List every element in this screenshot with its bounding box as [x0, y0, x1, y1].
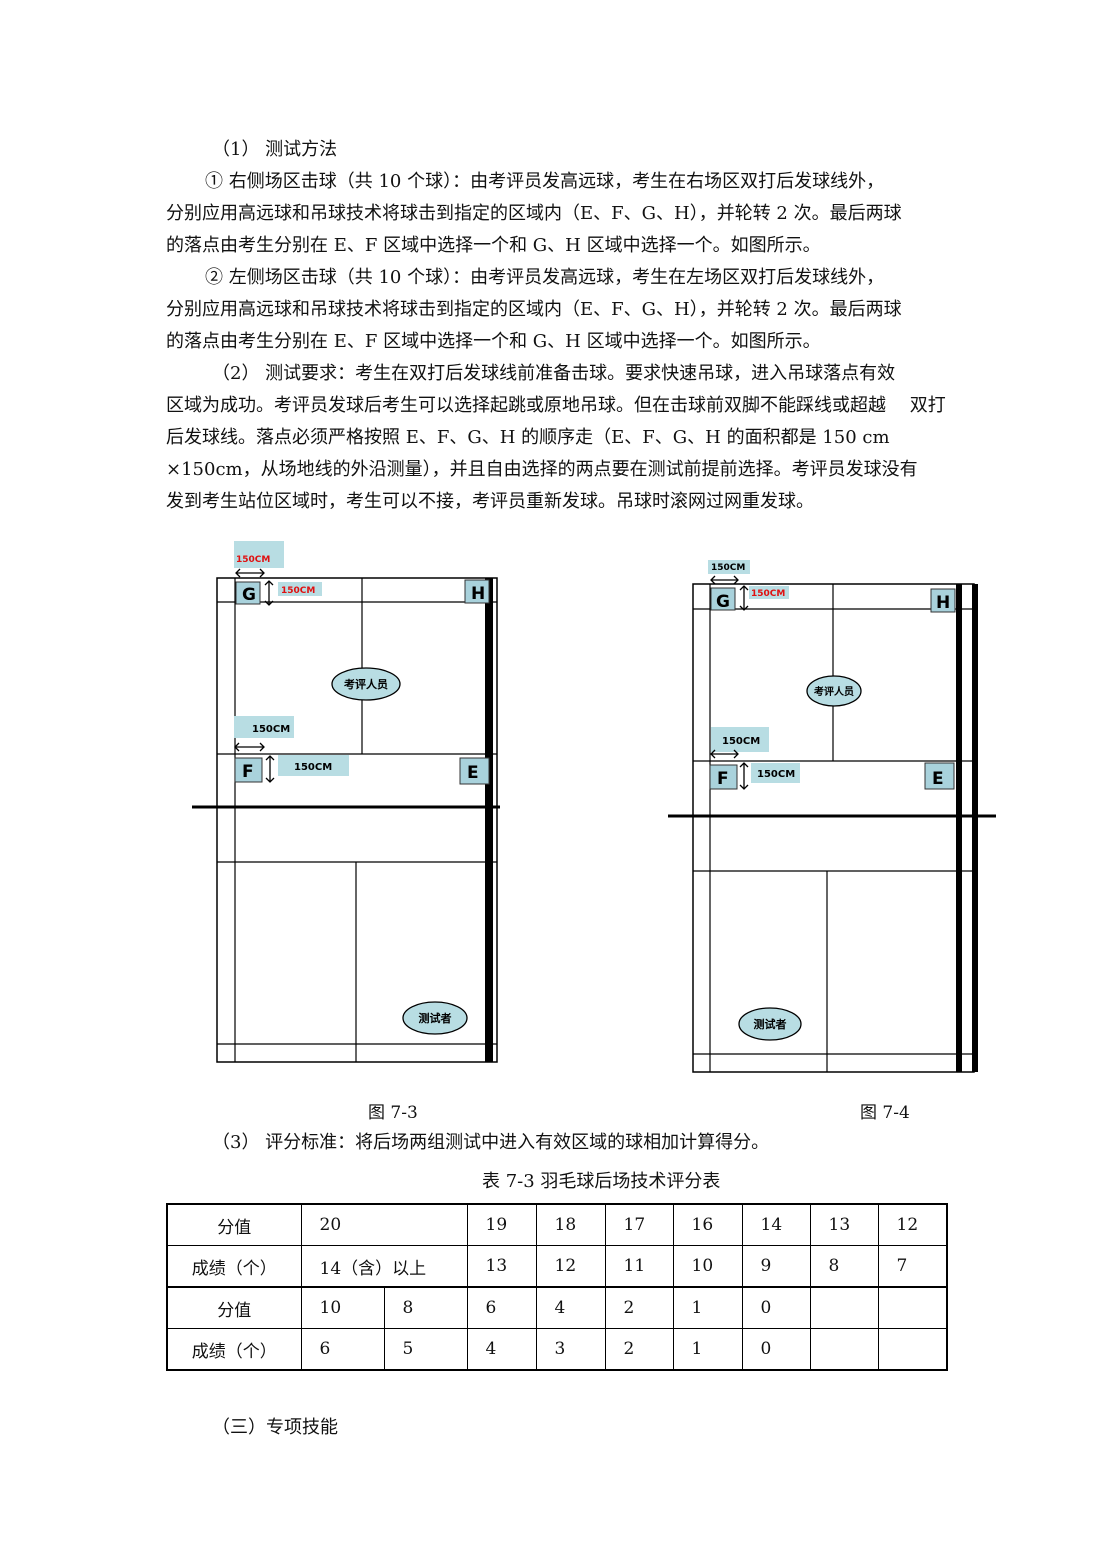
figure-7-3: 150CM G 150CM H 考评人员 150CM F 150CM E 测试者: [192, 541, 500, 1063]
left-dim-top-v: 150CM: [281, 586, 315, 596]
right-tester-label: 测试者: [754, 1017, 787, 1031]
right-examiner-label: 考评人员: [814, 685, 854, 698]
figure-7-3-caption: 图 7-3: [368, 1103, 418, 1123]
test-method-heading: （1） 测试方法: [212, 139, 338, 160]
table-cell: 0: [741, 1286, 811, 1329]
right-court-line-2: 分别应用高远球和吊球技术将球击到指定的区域内（E、F、G、H），并轮转 2 次。…: [166, 203, 902, 224]
table-cell: 10: [672, 1245, 743, 1288]
section-heading-special-skills: （三）专项技能: [212, 1417, 338, 1438]
table-cell: 4: [535, 1286, 606, 1329]
table-cell: 3: [535, 1328, 606, 1371]
table-cell: 4: [466, 1328, 537, 1371]
table-cell: 10: [300, 1286, 385, 1329]
table-cell: 2: [604, 1328, 674, 1371]
table-cell: 12: [877, 1203, 948, 1246]
table-cell: 12: [535, 1245, 606, 1288]
figure-7-4: 150CM G 150CM H 考评人员 150CM F 150CM E 测试者: [668, 560, 996, 1073]
scoring-standard-text: （3） 评分标准：将后场两组测试中进入有效区域的球相加计算得分。: [212, 1132, 770, 1153]
right-zone-e: E: [932, 769, 944, 789]
left-zone-h: H: [471, 584, 485, 604]
table-cell: 6: [466, 1286, 537, 1329]
left-zone-g: G: [242, 585, 256, 605]
table-cell: 8: [809, 1245, 879, 1288]
table-row: 成绩（个） 14（含）以上 13 12 11 10 9 8 7: [166, 1245, 948, 1288]
right-zone-g: G: [716, 592, 730, 612]
left-court-line-1: ② 左侧场区击球（共 10 个球）：由考评员发高远球，考生在左场区双打后发球线外…: [205, 267, 885, 288]
left-dim-mid-v: 150CM: [294, 762, 332, 773]
score-table: 分值 20 19 18 17 16 14 13 12 成绩（个） 14（含）以上…: [166, 1203, 949, 1371]
table-cell: [877, 1286, 948, 1329]
table-row: 分值 20 19 18 17 16 14 13 12: [166, 1203, 948, 1246]
table-cell: 16: [672, 1203, 743, 1246]
left-dim-mid-h: 150CM: [252, 724, 290, 735]
right-court-line-3: 的落点由考生分别在 E、F 区域中选择一个和 G、H 区域中选择一个。如图所示。: [166, 235, 821, 256]
requirements-line-5: 发到考生站位区域时，考生可以不接，考评员重新发球。吊球时滚网过网重发球。: [166, 491, 814, 512]
right-zone-h: H: [936, 593, 950, 613]
right-dim-mid-v: 150CM: [757, 769, 795, 780]
left-zone-f: F: [242, 762, 254, 782]
table-cell: 7: [877, 1245, 948, 1288]
table-cell: 2: [604, 1286, 674, 1329]
table-cell: 9: [741, 1245, 811, 1288]
left-tester-label: 测试者: [419, 1011, 452, 1025]
table-cell: 6: [300, 1328, 385, 1371]
table-cell: 5: [383, 1328, 468, 1371]
table-cell: 1: [672, 1286, 743, 1329]
table-cell: 14: [741, 1203, 811, 1246]
table-cell: 8: [383, 1286, 468, 1329]
figure-7-4-caption: 图 7-4: [860, 1103, 910, 1123]
left-court-line-3: 的落点由考生分别在 E、F 区域中选择一个和 G、H 区域中选择一个。如图所示。: [166, 331, 821, 352]
right-dim-top-h: 150CM: [711, 563, 745, 573]
table-cell: 19: [466, 1203, 537, 1246]
table-row: 分值 10 8 6 4 2 1 0: [166, 1286, 948, 1329]
table-cell: 13: [809, 1203, 879, 1246]
left-zone-e: E: [467, 763, 479, 783]
left-court-line-2: 分别应用高远球和吊球技术将球击到指定的区域内（E、F、G、H），并轮转 2 次。…: [166, 299, 902, 320]
row1-label: 分值: [166, 1203, 302, 1246]
table-cell: [877, 1328, 948, 1371]
row3-label: 分值: [166, 1286, 302, 1329]
right-dim-top-v: 150CM: [751, 589, 785, 599]
right-dim-mid-h: 150CM: [722, 736, 760, 747]
table-cell: 1: [672, 1328, 743, 1371]
row4-label: 成绩（个）: [166, 1328, 302, 1371]
requirements-line-2: 区域为成功。考评员发球后考生可以选择起跳或原地吊球。但在击球前双脚不能踩线或超越…: [166, 395, 946, 416]
requirements-line-1: （2） 测试要求：考生在双打后发球线前准备击球。要求快速吊球，进入吊球落点有效: [212, 363, 896, 384]
table-cell: 20: [300, 1203, 468, 1246]
table-row: 成绩（个） 6 5 4 3 2 1 0: [166, 1328, 948, 1371]
table-title: 表 7-3 羽毛球后场技术评分表: [482, 1171, 721, 1192]
left-examiner-label: 考评人员: [344, 677, 388, 691]
table-cell: 13: [466, 1245, 537, 1288]
table-cell: 0: [741, 1328, 811, 1371]
table-cell: 11: [604, 1245, 674, 1288]
table-cell: 18: [535, 1203, 606, 1246]
right-court-line-1: ① 右侧场区击球（共 10 个球）：由考评员发高远球，考生在右场区双打后发球线外…: [205, 171, 885, 192]
table-cell: 14（含）以上: [300, 1245, 468, 1288]
left-dim-top-h: 150CM: [236, 555, 270, 565]
table-cell: [809, 1328, 879, 1371]
court-diagrams: 150CM G 150CM H 考评人员 150CM F 150CM E 测试者: [192, 541, 996, 1073]
requirements-line-3: 后发球线。落点必须严格按照 E、F、G、H 的顺序走（E、F、G、H 的面积都是…: [166, 427, 890, 448]
right-zone-f: F: [717, 769, 729, 789]
row2-label: 成绩（个）: [166, 1245, 302, 1288]
requirements-line-4: ×150cm，从场地线的外沿测量），并且自由选择的两点要在测试前提前选择。考评员…: [166, 459, 918, 480]
table-cell: [809, 1286, 879, 1329]
table-cell: 17: [604, 1203, 674, 1246]
